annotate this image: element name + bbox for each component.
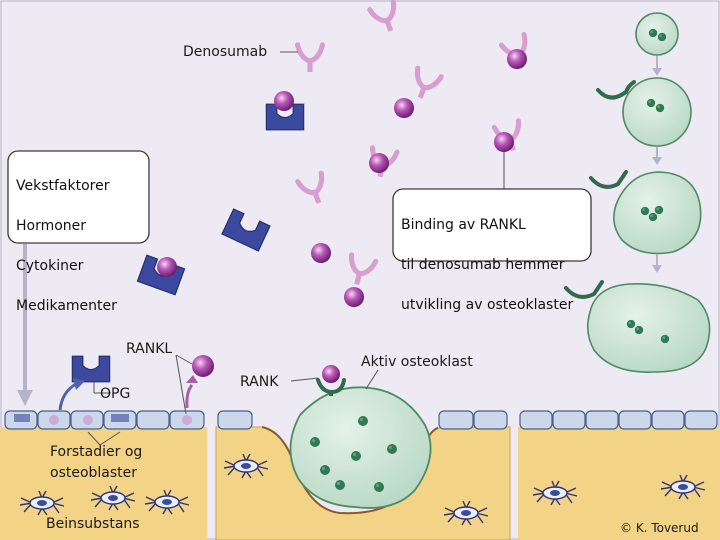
bone-matrix-label: Beinsubstans — [46, 516, 140, 532]
lining-cell — [473, 410, 508, 430]
nucleus — [648, 212, 658, 222]
bone-block-left — [0, 427, 207, 540]
rankl-release-arrow — [185, 384, 194, 409]
rankl-mark — [182, 415, 192, 425]
precursor-leader — [99, 431, 121, 446]
opg-label: OPG — [100, 386, 130, 402]
rankl-sphere — [311, 243, 331, 263]
precursors-label-line1: Forstadier og — [50, 444, 142, 460]
lining-cell — [552, 410, 586, 430]
opg-arrow-head — [73, 378, 85, 390]
nucleus — [660, 334, 670, 344]
precursor-leader — [87, 431, 101, 446]
factor-item: Cytokiner — [16, 258, 84, 274]
denosumab-antibody — [298, 173, 330, 206]
factors-box — [7, 150, 150, 244]
binding-line: utvikling av osteoklaster — [401, 297, 574, 313]
precursors-label-line2: osteoblaster — [50, 465, 137, 481]
nucleus — [320, 465, 330, 475]
nucleus — [626, 319, 636, 329]
nucleus — [358, 416, 368, 426]
rankl-sphere — [507, 49, 527, 69]
nucleus — [648, 28, 658, 38]
rank-leader — [290, 377, 319, 382]
mature-osteoclast — [586, 283, 711, 373]
binding-text: Binding av RANKL til denosumab hemmer ut… — [401, 195, 573, 335]
nucleus — [335, 480, 345, 490]
lining-cell — [585, 410, 619, 430]
denosumab-antibody — [345, 255, 376, 287]
binding-box — [392, 188, 592, 262]
rankl-bound-opg — [274, 91, 294, 111]
rankl-arrow-head — [186, 375, 198, 383]
lining-cells — [4, 410, 718, 430]
rankl-leader — [175, 354, 187, 415]
opg-molecule — [71, 355, 111, 383]
factor-item: Medikamenter — [16, 298, 117, 314]
rankl-sphere — [192, 355, 214, 377]
nucleus — [655, 103, 665, 113]
rankl-bound — [322, 365, 340, 383]
nucleus — [657, 32, 667, 42]
opg-mark — [111, 414, 129, 422]
rankl-sphere — [494, 132, 514, 152]
lining-cell — [519, 410, 553, 430]
nucleus — [654, 205, 664, 215]
rankl-mark — [49, 415, 59, 425]
lining-cell — [618, 410, 652, 430]
nucleus — [374, 482, 384, 492]
rankl-sphere — [394, 98, 414, 118]
nucleus — [646, 98, 656, 108]
rankl-sphere — [344, 287, 364, 307]
arrows — [17, 51, 505, 446]
factor-item: Vekstfaktorer — [16, 178, 110, 194]
rank-receptor — [564, 280, 604, 299]
lining-cell — [651, 410, 685, 430]
binding-line: Binding av RANKL — [401, 217, 526, 233]
rankl-leader — [175, 354, 193, 365]
arrow-head — [652, 68, 662, 76]
denosumab-antibody — [370, 1, 402, 34]
rankl-bound-opg — [157, 257, 177, 277]
lining-cell — [438, 410, 474, 430]
opg-mark — [14, 414, 30, 422]
rankl-molecules — [192, 49, 527, 377]
factors-arrow-head — [17, 390, 33, 406]
opg-molecules — [71, 91, 305, 383]
opg-release-arrow — [58, 382, 77, 411]
denosumab-label: Denosumab — [183, 44, 267, 60]
factors-text: Vekstfaktorer Hormoner Cytokiner Medikam… — [16, 156, 117, 336]
osteoclast-differentiation — [564, 12, 711, 373]
nucleus — [387, 444, 397, 454]
rankl-mark — [83, 415, 93, 425]
nucleus — [640, 206, 650, 216]
lining-cell — [684, 410, 718, 430]
opg-molecule — [221, 208, 271, 252]
arrow-head — [652, 265, 662, 273]
nucleus — [634, 325, 644, 335]
binding-line: til denosumab hemmer — [401, 257, 565, 273]
denosumab-antibody — [409, 68, 441, 101]
arrow-head — [652, 157, 662, 165]
lining-cell — [136, 410, 170, 430]
rank-receptor — [596, 80, 636, 100]
osteoclast-leader — [365, 369, 379, 390]
precursor-cell — [622, 77, 692, 147]
lining-cell — [217, 410, 253, 430]
rank-label: RANK — [240, 374, 279, 390]
active-osteoclast-label: Aktiv osteoklast — [361, 354, 473, 370]
nucleus — [351, 451, 361, 461]
factor-item: Hormoner — [16, 218, 87, 234]
osteoclast-body — [289, 386, 432, 509]
nucleus — [310, 437, 320, 447]
rank-receptor — [589, 170, 628, 189]
rankl-sphere — [369, 153, 389, 173]
denosumab-antibody — [298, 45, 323, 71]
active-osteoclast — [289, 365, 432, 509]
copyright-label: © K. Toverud — [620, 521, 699, 535]
rankl-label: RANKL — [126, 341, 172, 357]
